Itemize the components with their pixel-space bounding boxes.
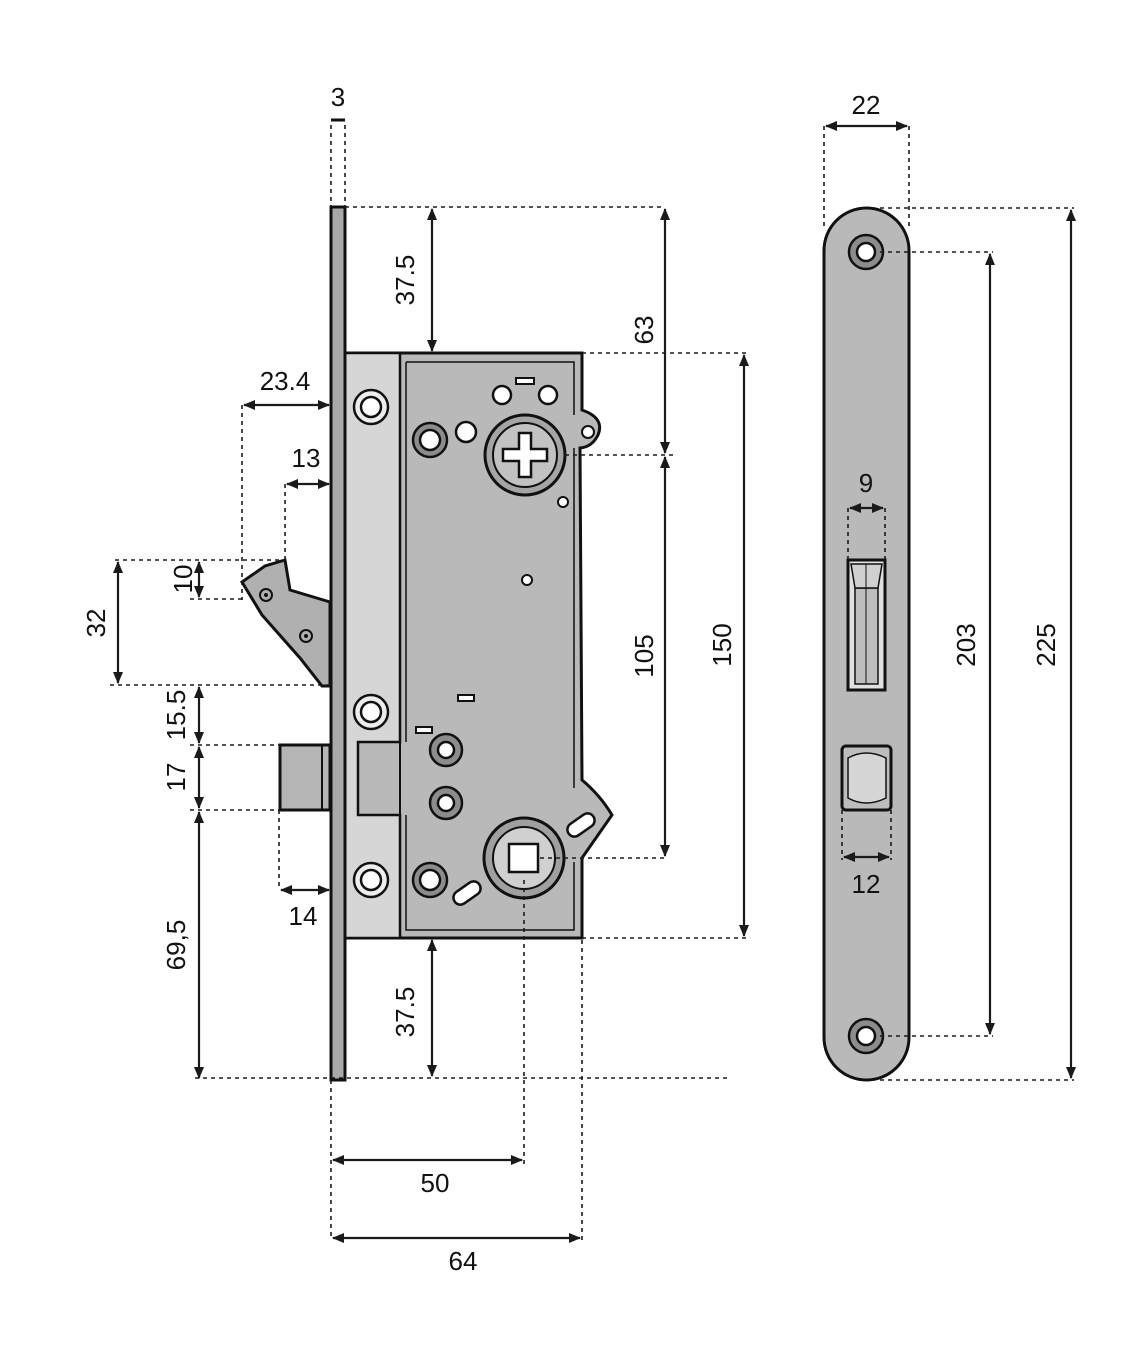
faceplate-front-view: 22 9 12 203 225	[822, 90, 1076, 1082]
dim-label-plate-thickness: 3	[331, 82, 345, 112]
dim-label-gap-below-hook: 15.5	[161, 690, 191, 741]
dim-label-latch-depth: 14	[289, 901, 318, 931]
dim-label-screw-spacing: 203	[951, 623, 981, 666]
square-spindle-hole-icon	[507, 842, 540, 874]
front-view-dimensions: 22 9 12 203 225	[823, 90, 1076, 1081]
cylinder-cam	[483, 413, 567, 497]
tiny-hole-icon	[521, 574, 533, 586]
lock-case	[343, 351, 614, 940]
hook-pivot-center-icon	[264, 593, 268, 597]
case-inner-outline	[405, 361, 575, 931]
case-holes	[411, 377, 596, 906]
dim-label-bolt-window-width: 9	[859, 468, 873, 498]
bottom-screw-hole-inner-icon	[855, 1025, 877, 1047]
screw-hole-inner-icon	[359, 700, 383, 724]
dim-label-top-to-cylinder: 63	[629, 316, 659, 345]
oval-slot-icon	[452, 880, 482, 906]
small-hole-icon	[537, 384, 559, 406]
lock-side-view: 3 23.4 13 10 32 15.5 17	[81, 82, 749, 1276]
plate-screw-holes	[352, 388, 390, 899]
dim-label-cylinder-to-handle: 105	[629, 634, 659, 677]
screw-hole-inner-icon	[359, 868, 383, 892]
slot-marker	[515, 377, 535, 385]
latch-face	[847, 752, 887, 804]
ear-hole-icon	[581, 425, 595, 439]
case-hole-inner-icon	[436, 740, 456, 760]
slot-marker	[415, 726, 433, 734]
slot-marker	[457, 694, 475, 702]
handle-follower	[482, 816, 566, 900]
dim-label-case-height: 150	[707, 623, 737, 666]
dim-label-latch-to-bottom: 69,5	[161, 920, 191, 971]
dim-label-faceplate-height: 225	[1031, 623, 1061, 666]
oval-slot-icon	[566, 812, 596, 838]
cross-icon	[501, 431, 549, 479]
screw-hole-inner-icon	[359, 395, 383, 419]
hook-bolt	[239, 558, 332, 688]
dim-label-faceplate-width: 22	[852, 90, 881, 120]
case-hole-inner-icon	[436, 793, 456, 813]
small-hole-icon	[454, 420, 478, 444]
dim-label-hook-height: 32	[81, 609, 111, 638]
hook-pivot-icon	[259, 588, 273, 602]
small-hole-icon	[491, 384, 513, 406]
tiny-hole-icon	[557, 496, 569, 508]
dim-label-backset: 50	[421, 1168, 450, 1198]
dim-label-hook-tip: 10	[168, 565, 198, 594]
dim-label-latch-height: 17	[161, 763, 191, 792]
hook-rivet-center-icon	[304, 634, 308, 638]
mounting-plate	[343, 351, 402, 940]
top-screw-hole-inner-icon	[855, 241, 877, 263]
dim-label-hook-reach: 23.4	[260, 366, 311, 396]
side-view-dimensions: 3 23.4 13 10 32 15.5 17	[81, 82, 749, 1276]
case-hole-inner-icon	[418, 428, 442, 452]
hook-rivet-icon	[299, 629, 313, 643]
dim-label-bottom-offset: 37.5	[390, 987, 420, 1038]
dim-label-latch-window-width: 12	[852, 869, 881, 899]
dim-label-case-depth: 64	[449, 1246, 478, 1276]
dim-label-hook-depth: 13	[292, 443, 321, 473]
faceplate-edge	[329, 205, 347, 1082]
dim-label-top-offset: 37.5	[390, 255, 420, 306]
case-hole-inner-icon	[418, 868, 442, 892]
